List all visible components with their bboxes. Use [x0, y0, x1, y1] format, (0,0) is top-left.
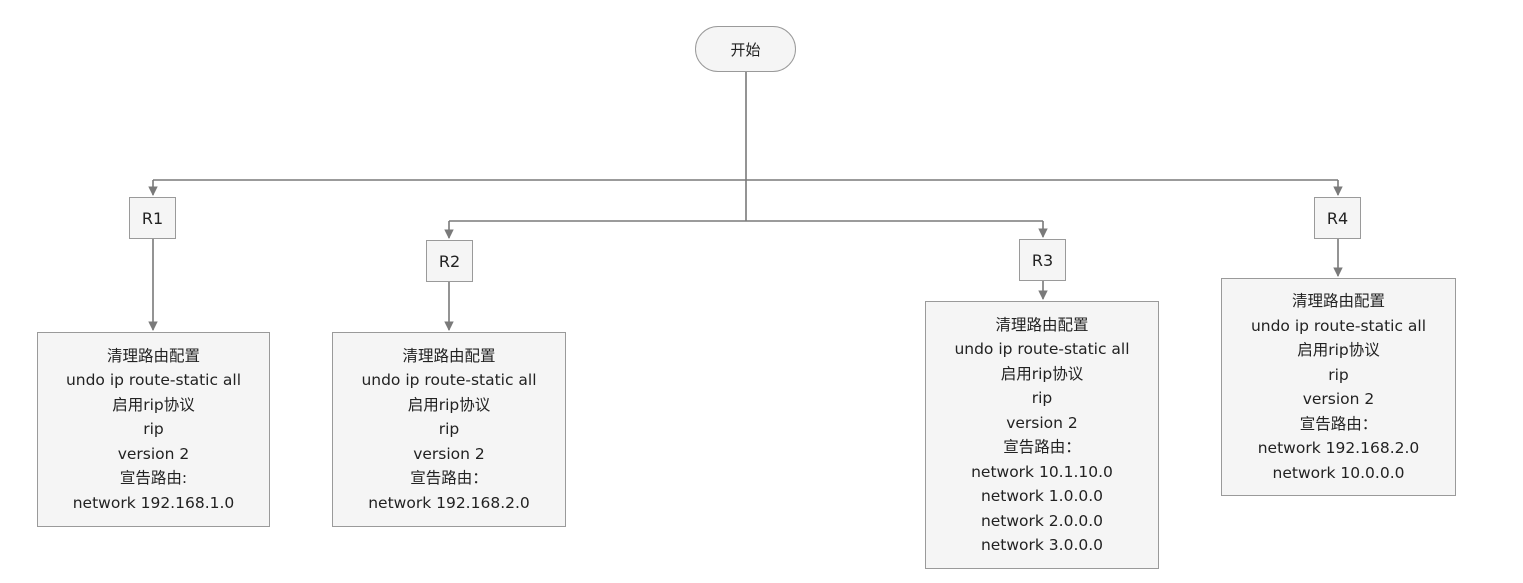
- config-line: network 192.168.2.0: [368, 493, 530, 512]
- config-line: 宣告路由：: [1299, 414, 1378, 433]
- config-line: version 2: [1006, 413, 1078, 432]
- router-r2-name: R2: [438, 251, 461, 271]
- config-line: rip: [143, 420, 164, 439]
- config-line: 宣告路由:: [119, 469, 188, 488]
- router-r4-name: R4: [1326, 208, 1349, 228]
- start-node: 开始: [695, 26, 796, 72]
- router-r3-label-box: R3: [1019, 239, 1066, 281]
- config-line: network 192.168.1.0: [72, 493, 235, 512]
- config-line: network 10.0.0.0: [1272, 463, 1405, 482]
- config-line: network 1.0.0.0: [980, 487, 1104, 505]
- config-line: 启用rip协议: [407, 395, 491, 414]
- router-r3-config-box: 清理路由配置 undo ip route-static all 启用rip协议 …: [925, 301, 1159, 569]
- config-line: rip: [1031, 389, 1053, 407]
- config-line: undo ip route-static all: [1250, 316, 1427, 335]
- config-line: rip: [1328, 365, 1349, 384]
- router-r4-label-box: R4: [1314, 197, 1361, 239]
- config-line: 清理路由配置: [106, 346, 200, 365]
- config-line: undo ip route-static all: [65, 371, 242, 390]
- config-line: 清理路由配置: [1291, 292, 1385, 310]
- router-r2-label-box: R2: [426, 240, 473, 282]
- config-line: version 2: [117, 444, 190, 463]
- config-line: 启用rip协议: [1000, 364, 1084, 383]
- config-line: network 10.1.10.0: [971, 462, 1113, 481]
- config-line: rip: [438, 420, 460, 439]
- router-r3-name: R3: [1031, 250, 1054, 270]
- config-line: 启用rip协议: [1297, 341, 1380, 359]
- config-line: network 192.168.2.0: [1257, 439, 1420, 457]
- router-r1-name: R1: [141, 208, 164, 228]
- config-line: network 2.0.0.0: [980, 511, 1104, 530]
- config-line: undo ip route-static all: [361, 371, 537, 390]
- config-line: network 3.0.0.0: [980, 536, 1104, 554]
- config-line: undo ip route-static all: [954, 340, 1130, 358]
- router-r4-config-box: 清理路由配置 undo ip route-static all 启用rip协议 …: [1221, 278, 1456, 496]
- config-line: 清理路由配置: [402, 346, 496, 365]
- config-line: 宣告路由：: [1003, 438, 1081, 456]
- config-line: 清理路由配置: [995, 315, 1089, 334]
- router-r2-config-box: 清理路由配置 undo ip route-static all 启用rip协议 …: [332, 332, 566, 527]
- router-r1-label-box: R1: [129, 197, 176, 239]
- config-line: version 2: [413, 444, 485, 463]
- config-line: version 2: [1302, 390, 1375, 408]
- config-line: 宣告路由：: [410, 469, 488, 488]
- start-label: 开始: [730, 40, 761, 59]
- router-r1-config-box: 清理路由配置 undo ip route-static all 启用rip协议 …: [37, 332, 270, 527]
- config-line: 启用rip协议: [112, 395, 195, 414]
